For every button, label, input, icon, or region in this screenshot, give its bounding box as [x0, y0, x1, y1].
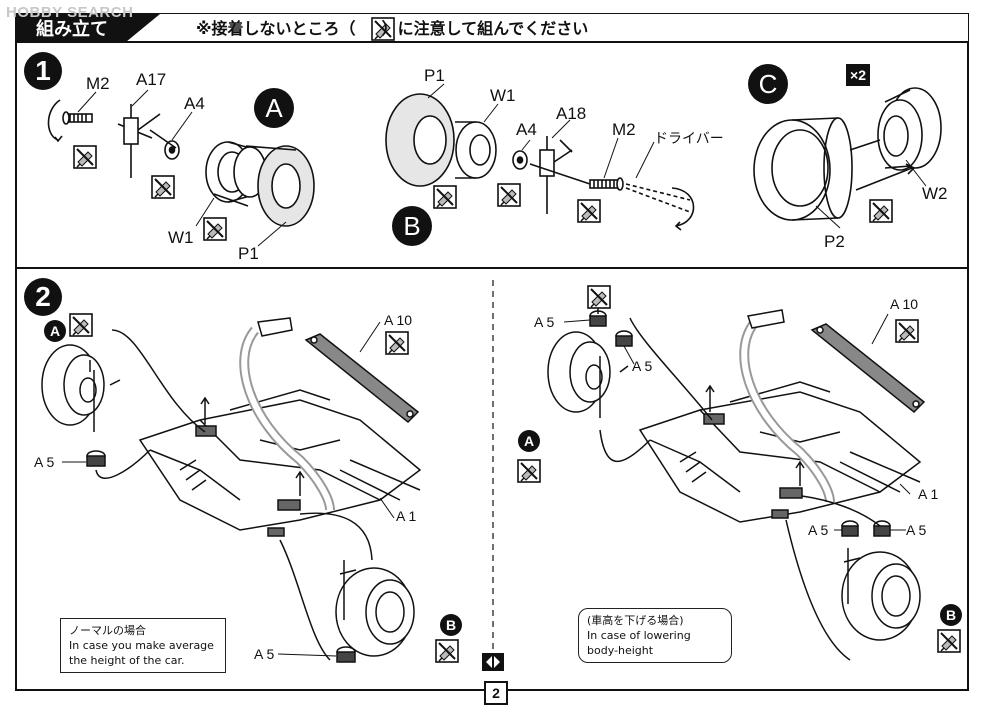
step1-assembly-b	[385, 93, 695, 231]
leader-lines	[62, 83, 927, 657]
note-line: In case of lowering	[587, 629, 691, 642]
subassembly-mark-b: B	[392, 206, 432, 246]
note-line: body-height	[587, 644, 654, 657]
part-label: A 1	[918, 486, 939, 502]
header-note-before: ※接着しないところ（	[196, 19, 356, 38]
step2-left-chassis	[41, 317, 422, 663]
part-label: A18	[556, 104, 587, 123]
part-label: A 5	[906, 522, 927, 538]
step-number-2: 2	[24, 278, 62, 316]
note-normal-height: ノーマルの場合 In case you make average the hei…	[60, 618, 226, 673]
step1-assembly-c	[753, 87, 942, 221]
watermark: HOBBY SEARCH	[6, 4, 134, 21]
header-title-bar	[16, 14, 126, 42]
note-line: the height of the car.	[69, 654, 185, 667]
subassembly-mark-c: C	[748, 64, 788, 104]
part-label: A 1	[396, 508, 417, 524]
wheel-mark-a: A	[518, 430, 540, 452]
note-line: In case you make average	[69, 639, 214, 652]
part-label: A 5	[632, 358, 653, 374]
part-label: A 10	[384, 312, 413, 328]
part-label: W1	[490, 86, 516, 105]
part-label: A4	[516, 120, 537, 139]
part-label: W1	[168, 228, 194, 247]
note-lowered-height: (車高を下げる場合) In case of lowering body-heig…	[578, 608, 732, 663]
wheel-mark-b: B	[440, 614, 462, 636]
wheel-mark-a: A	[44, 320, 66, 342]
tool-label: ドライバー	[654, 130, 724, 146]
part-label: P1	[424, 66, 445, 85]
step-number-1: 1	[24, 52, 62, 90]
page-number: 2	[484, 681, 508, 705]
page-turn-icon	[482, 653, 504, 671]
header-note-after: ）に注意して組んでください	[381, 19, 589, 38]
step1-assembly-a	[47, 99, 315, 227]
part-label: A 10	[890, 296, 919, 312]
note-title: ノーマルの場合	[69, 624, 146, 637]
header-title: 組み立て	[36, 19, 108, 40]
note-title: (車高を下げる場合)	[587, 614, 684, 627]
subassembly-mark-a: A	[254, 88, 294, 128]
wheel-mark-b: B	[940, 604, 962, 626]
part-label: M2	[612, 120, 636, 139]
part-label: A 5	[534, 314, 555, 330]
part-label: W2	[922, 184, 948, 203]
part-label: A 5	[34, 454, 55, 470]
part-label: A4	[184, 94, 205, 113]
part-label: P1	[238, 244, 259, 263]
part-label: A 5	[808, 522, 829, 538]
step2-right-chassis	[547, 306, 926, 661]
part-label: A 5	[254, 646, 275, 662]
quantity-badge: ×2	[846, 64, 870, 86]
part-label: P2	[824, 232, 845, 251]
part-label: A17	[136, 70, 167, 89]
header-note: ※接着しないところ（ ）に注意して組んでください	[196, 15, 588, 39]
part-label: M2	[86, 74, 110, 93]
